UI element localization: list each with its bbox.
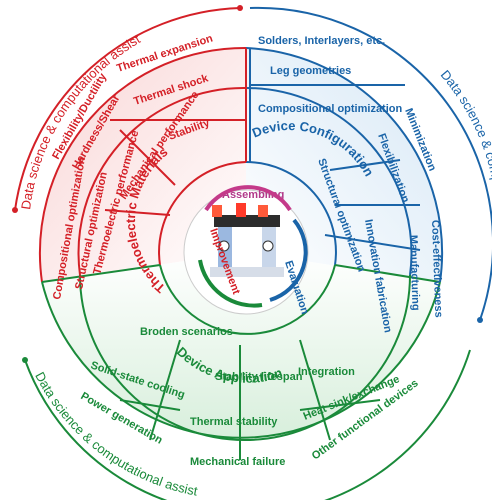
blue-cost: Cost-effectiveness [429,220,444,318]
green-broden: Broden scenarios [140,326,233,338]
blue-comp-opt: Compositional optimization [258,103,402,115]
green-thermal: Thermal stability [190,416,278,428]
blue-solders: Solders, Interlayers, etc. [258,35,385,47]
blue-manuf: Manufacturing [407,235,422,311]
green-integration: Integration [298,366,355,378]
blue-outer-label: Data science & computational assist [438,67,492,272]
blue-leg-geo: Leg geometries [270,65,351,77]
red-outer-border [39,46,247,283]
green-stability: Stability lifespan [215,371,303,383]
assembling-arrow [204,185,292,212]
green-mech: Mechanical failure [190,456,285,468]
evaluation-arrow [269,218,308,302]
improvement-arrow [198,259,263,308]
thermoelectric-module-icon [210,203,284,277]
blue-outer-border [245,47,444,283]
green-sector-bg [42,252,440,438]
